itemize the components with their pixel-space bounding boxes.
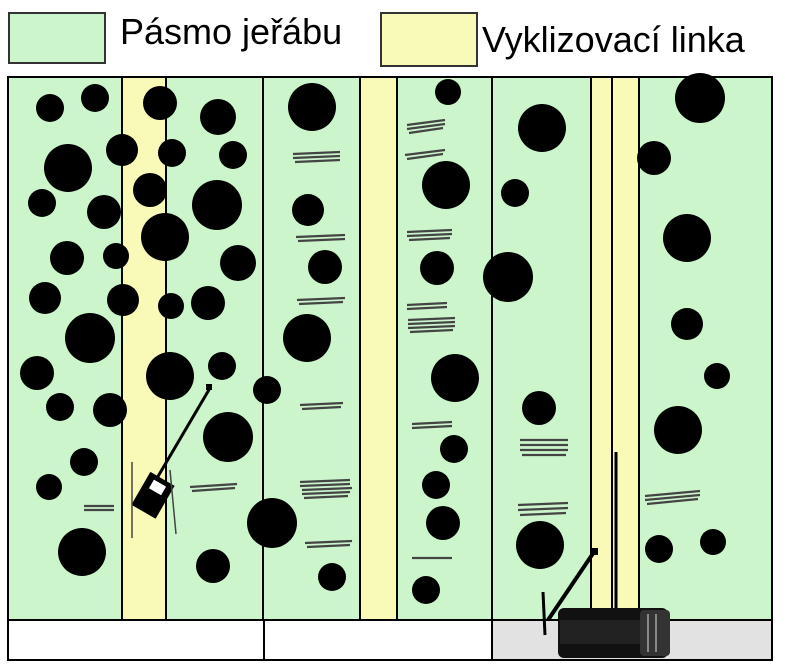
tree-crown-icon xyxy=(81,84,109,112)
tree-crown-icon xyxy=(103,243,129,269)
tree-crown-icon xyxy=(247,498,297,548)
tree-crown-icon xyxy=(292,194,324,226)
tree-crown-icon xyxy=(46,393,74,421)
tree-crowns xyxy=(20,73,730,604)
tree-crown-icon xyxy=(200,99,236,135)
log-pile-icon xyxy=(520,438,568,457)
log-pile-icon xyxy=(406,228,453,242)
log-pile-icon xyxy=(406,301,448,311)
tree-crown-icon xyxy=(28,189,56,217)
tree-crown-icon xyxy=(141,213,189,261)
tree-crown-icon xyxy=(253,376,281,404)
tree-crown-icon xyxy=(20,356,54,390)
harvester-icon xyxy=(131,384,212,538)
tree-crown-icon xyxy=(440,435,468,463)
tree-crown-icon xyxy=(196,549,230,583)
tree-crown-icon xyxy=(518,104,566,152)
log-pile-icon xyxy=(189,482,238,493)
tree-crown-icon xyxy=(93,393,127,427)
log-pile-icon xyxy=(404,148,446,161)
legend-label-skid-line: Vyklizovací linka xyxy=(482,19,745,60)
tree-crown-icon xyxy=(426,506,460,540)
log-pile-icon xyxy=(299,478,353,500)
tree-crown-icon xyxy=(318,563,346,591)
tree-crown-icon xyxy=(208,352,236,380)
legend-swatch-skid-line xyxy=(380,12,478,67)
log-pile-icon xyxy=(406,118,446,135)
skid-line-strip-1 xyxy=(122,77,166,620)
log-pile-icon xyxy=(407,316,456,334)
log-piles xyxy=(84,118,701,560)
tree-crown-icon xyxy=(220,245,256,281)
log-pile-icon xyxy=(296,296,346,306)
tree-crown-icon xyxy=(663,214,711,262)
tree-crown-icon xyxy=(637,141,671,175)
legend-swatch-crane-zone xyxy=(8,12,106,64)
legend: Pásmo jeřábu Vyklizovací linka xyxy=(0,0,788,70)
log-pile-icon xyxy=(517,501,569,517)
tree-crown-icon xyxy=(44,144,92,192)
tree-crown-icon xyxy=(483,252,533,302)
tree-crown-icon xyxy=(50,241,84,275)
map-border xyxy=(7,76,773,661)
tree-crown-icon xyxy=(288,83,336,131)
tree-crown-icon xyxy=(58,528,106,576)
log-pile-icon xyxy=(84,504,114,512)
legend-label-crane-zone: Pásmo jeřábu xyxy=(120,11,343,52)
tree-crown-icon xyxy=(308,250,342,284)
tree-crown-icon xyxy=(645,535,673,563)
tree-crown-icon xyxy=(516,521,564,569)
tree-crown-icon xyxy=(420,251,454,285)
tree-crown-icon xyxy=(219,141,247,169)
tree-crown-icon xyxy=(191,286,225,320)
tree-crown-icon xyxy=(146,352,194,400)
tree-crown-icon xyxy=(431,354,479,402)
tree-crown-icon xyxy=(501,179,529,207)
log-pile-icon xyxy=(295,233,346,243)
log-pile-icon xyxy=(644,489,701,506)
log-pile-icon xyxy=(292,150,341,164)
tree-crown-icon xyxy=(158,293,184,319)
tree-crown-icon xyxy=(412,576,440,604)
tree-crown-icon xyxy=(435,79,461,105)
tree-crown-icon xyxy=(106,134,138,166)
tree-crown-icon xyxy=(700,529,726,555)
tree-crown-icon xyxy=(203,412,253,462)
skid-line-strip-2 xyxy=(360,77,397,620)
tree-crown-icon xyxy=(654,406,702,454)
tree-crown-icon xyxy=(422,161,470,209)
tree-crown-icon xyxy=(671,308,703,340)
tree-crown-icon xyxy=(133,173,167,207)
log-pile-icon xyxy=(304,539,353,549)
tree-crown-icon xyxy=(87,195,121,229)
tree-crown-icon xyxy=(143,86,177,120)
log-pile-icon xyxy=(411,420,453,430)
tree-crown-icon xyxy=(422,471,450,499)
tree-crown-icon xyxy=(29,282,61,314)
tree-crown-icon xyxy=(675,73,725,123)
tree-crown-icon xyxy=(522,391,556,425)
forwarder-truck-icon xyxy=(541,452,670,658)
tree-crown-icon xyxy=(107,284,139,316)
tree-crown-icon xyxy=(158,139,186,167)
log-pile-icon xyxy=(299,401,344,411)
tree-crown-icon xyxy=(704,363,730,389)
tree-crown-icon xyxy=(36,94,64,122)
tree-crown-icon xyxy=(192,180,242,230)
tree-crown-icon xyxy=(65,313,115,363)
tree-crown-icon xyxy=(70,448,98,476)
tree-crown-icon xyxy=(283,314,331,362)
tree-crown-icon xyxy=(36,474,62,500)
